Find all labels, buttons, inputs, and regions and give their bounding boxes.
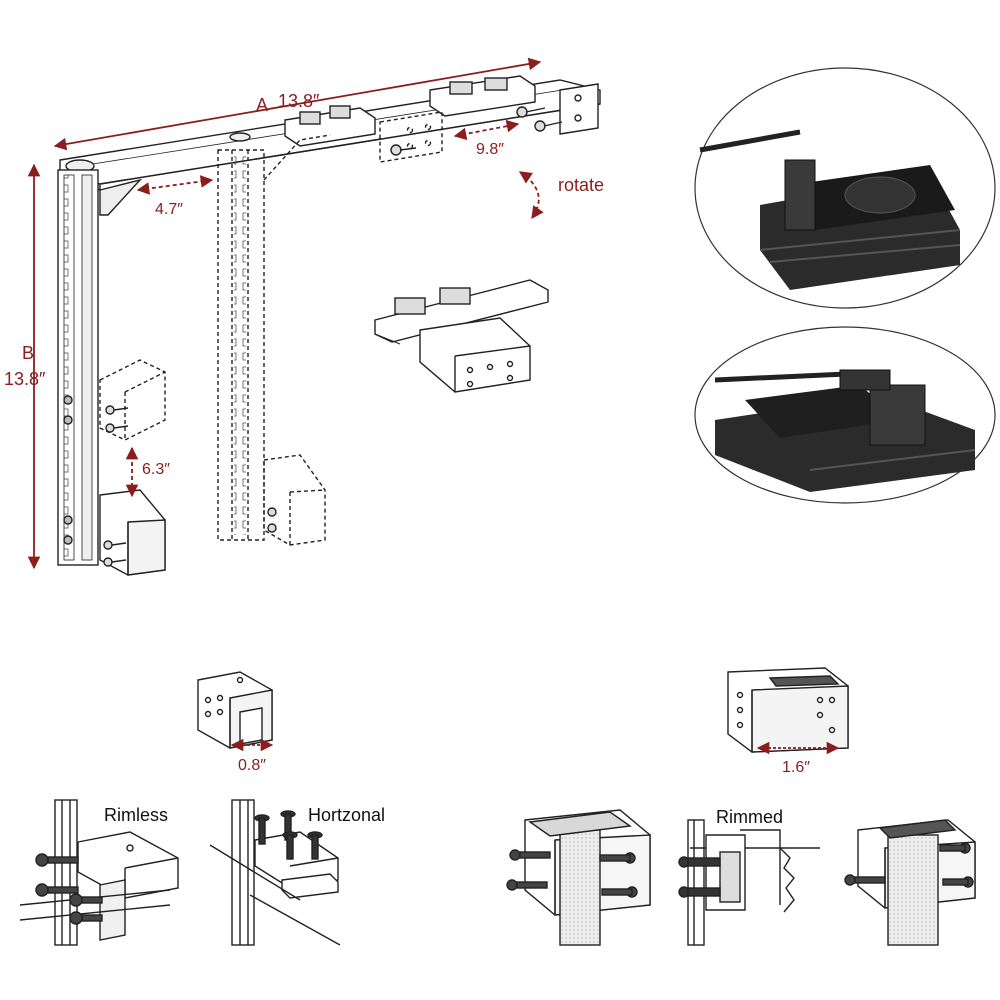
install-horizontal (209, 799, 341, 946)
dim-slide-value: 9.8″ (476, 141, 504, 158)
screw-icon (534, 120, 563, 132)
second-pole-holes (234, 155, 246, 535)
dashed-arm (263, 134, 331, 181)
dim-slide-arrow (453, 119, 520, 141)
dim-arm-value: 4.7″ (155, 201, 183, 218)
rotate-label: rotate (558, 175, 605, 195)
dim-a-value: 13.8″ (278, 91, 320, 111)
dim-b-value: 13.8″ (4, 369, 46, 389)
rotating-bracket-detail (374, 279, 549, 393)
screw-icon (678, 856, 721, 898)
second-pole-bracket-dashed (263, 454, 326, 546)
rimmed-label: Rimmed (716, 807, 784, 827)
screw-icon (35, 853, 103, 925)
install-fabric-left (506, 809, 651, 946)
install-rimmed (678, 819, 820, 946)
frame-assembly (57, 75, 601, 576)
pole-bracket-dashed (99, 359, 166, 441)
dim-narrow-value: 0.8″ (238, 757, 266, 774)
rimless-label: Rimless (104, 805, 169, 825)
dim-a-label: A (256, 95, 269, 115)
install-fabric-right (844, 819, 976, 946)
dim-b-label: B (22, 343, 35, 363)
rotate-arrow-icon (518, 171, 544, 220)
screw-icon (267, 507, 277, 533)
install-rimless (19, 799, 179, 946)
dim-wide-value: 1.6″ (782, 759, 810, 776)
dim-a-arrow (53, 57, 542, 151)
arm-gusset (99, 178, 143, 216)
dim-arm-arrow (136, 175, 214, 195)
device-photo-bottom (694, 326, 996, 504)
device-photo-top (694, 67, 996, 309)
screw-icon (105, 405, 129, 433)
dimension-arrows (27, 57, 544, 570)
rail-end-bracket (559, 83, 599, 135)
horizontal-label: Hortzonal (308, 805, 386, 825)
left-pole (57, 169, 99, 566)
clamp-wide (727, 667, 849, 753)
pole-bracket-clamp (99, 489, 166, 576)
clamp-narrow (197, 671, 273, 749)
screw-icon (506, 849, 638, 898)
dim-gap-value: 6.3″ (142, 461, 170, 478)
screw-icon (254, 810, 323, 860)
screw-icon (844, 842, 974, 888)
screw-icon (103, 540, 127, 567)
